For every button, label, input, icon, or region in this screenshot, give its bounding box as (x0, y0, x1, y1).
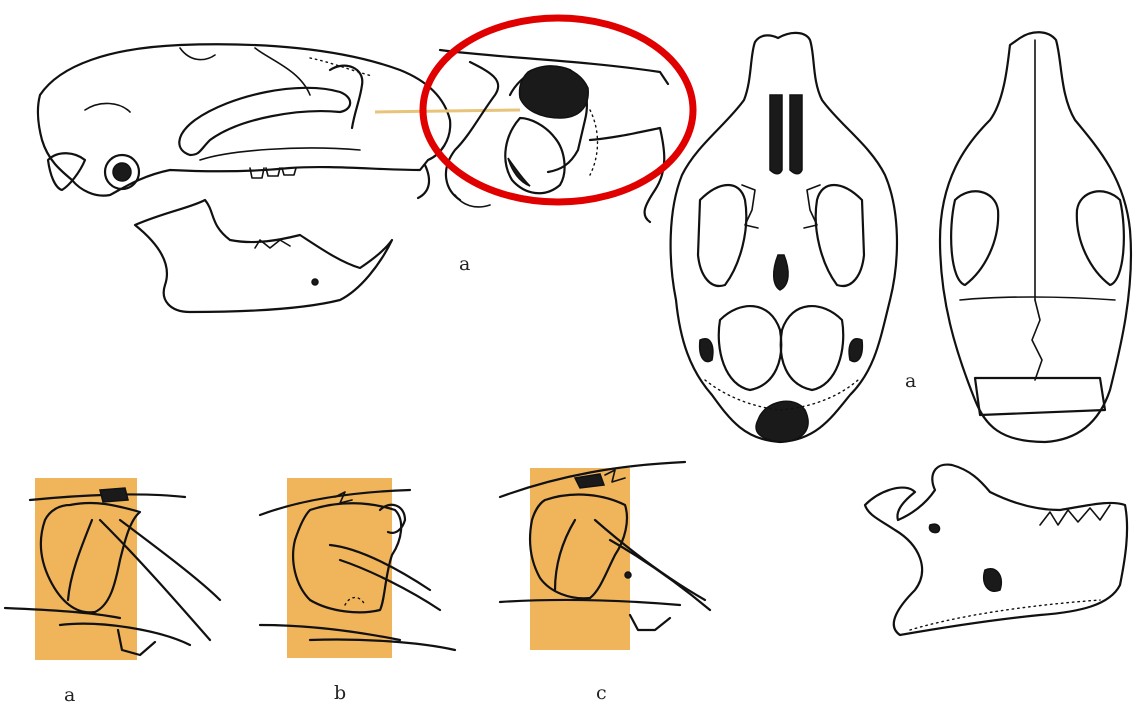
lateral-skull-drawing (38, 44, 450, 312)
dorsal-skull-drawing (940, 32, 1131, 442)
label-lateral-a: a (459, 255, 470, 274)
label-detail-b: b (334, 684, 346, 703)
occipital-detail-drawing (440, 50, 668, 222)
label-ventral-a: a (905, 372, 916, 391)
pointer-line (375, 110, 520, 112)
mandible-drawing (865, 465, 1127, 635)
label-detail-c: c (596, 684, 607, 703)
highlight-box-a (35, 478, 137, 660)
label-detail-a: a (64, 686, 75, 705)
ventral-skull-drawing (671, 33, 897, 442)
